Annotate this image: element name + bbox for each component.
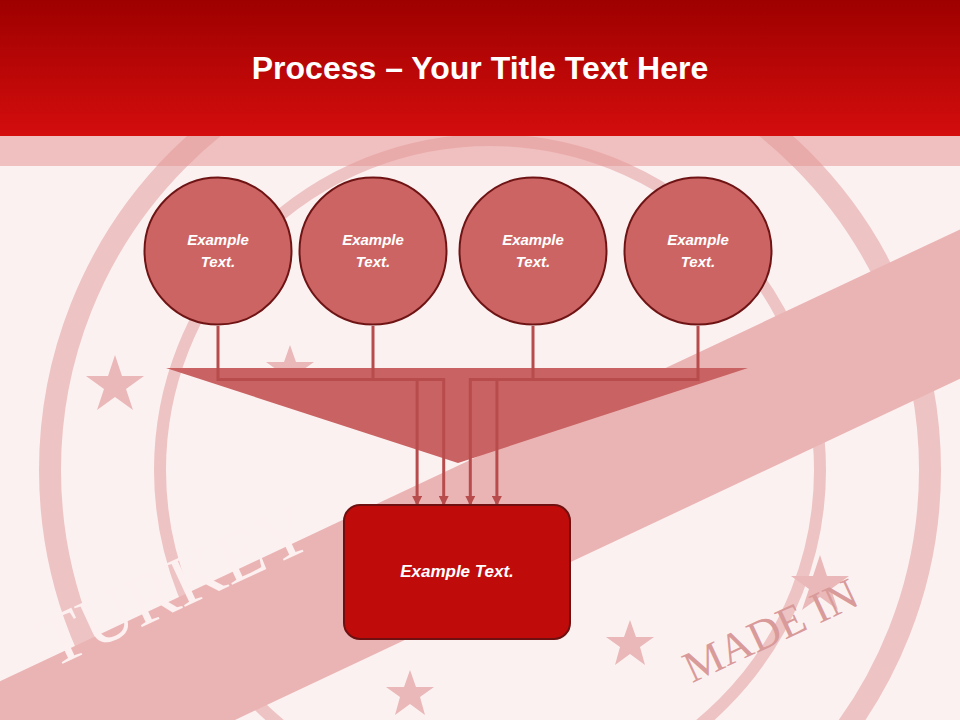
flow-connector [470,326,533,504]
process-circle: Example Text. [298,176,448,326]
circle-outline [143,176,293,326]
watermark-text: MADE IN [674,567,865,692]
header-strip [0,136,960,166]
node-text: Example Text. [323,229,423,274]
node-text: Example Text. [483,229,583,274]
process-circle: Example Text. [623,176,773,326]
node-text: Example Text. [400,559,514,585]
funnel-arrow [166,368,748,463]
slide-title: Process – Your Title Text Here [20,50,940,87]
circle-outline [458,176,608,326]
process-circle: Example Text. [143,176,293,326]
flow-connector [373,326,444,504]
circle-outline [623,176,773,326]
flow-connector [497,326,698,504]
circle-outline [298,176,448,326]
node-text: Example Text. [168,229,268,274]
result-box: Example Text. [343,504,571,640]
process-circle: Example Text. [458,176,608,326]
node-text: Example Text. [648,229,748,274]
flow-connector [218,326,417,504]
